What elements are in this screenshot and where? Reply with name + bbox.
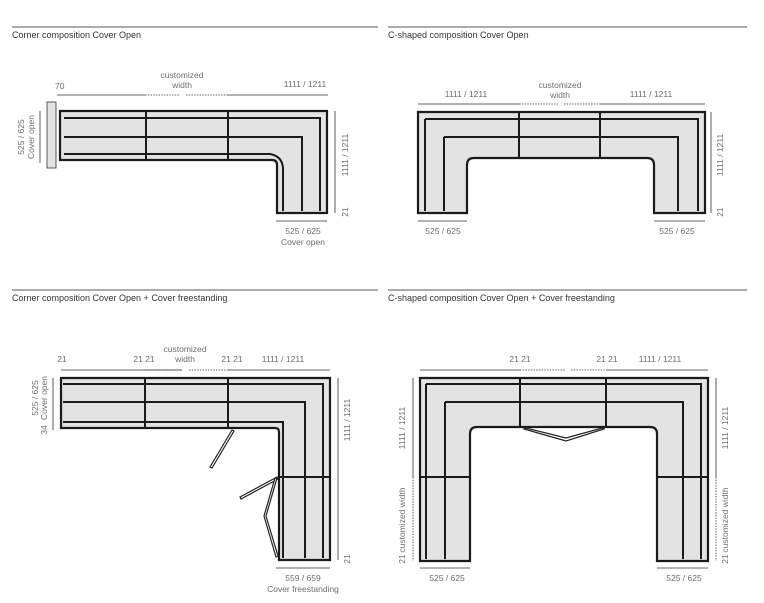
- dim-label: 1111 / 1211: [639, 354, 682, 364]
- dim-label: Cover open: [26, 115, 36, 159]
- dim-label: Cover open: [39, 376, 49, 420]
- corner-cover-freestanding-drawing: 21 21 21 customized width 21 21 1111 / 1…: [30, 344, 352, 594]
- cover-flap: [209, 429, 235, 469]
- dim-label: 1111 / 1211: [715, 134, 725, 177]
- dim-label: Cover freestanding: [267, 584, 339, 594]
- dim-label: 70: [55, 81, 65, 91]
- dim-label: 21 21: [509, 354, 531, 364]
- panel-title: C-shaped composition Cover Open: [388, 30, 529, 40]
- dim-label: 559 / 659: [285, 573, 321, 583]
- dim-label: 21 21: [596, 354, 618, 364]
- cover-flap: [239, 476, 279, 500]
- dim-label: 34: [39, 425, 49, 435]
- dim-label: 21: [397, 554, 407, 564]
- dim-label: 1111 / 1211: [284, 79, 327, 89]
- dim-label: width: [171, 80, 192, 90]
- sofa-outline: [58, 109, 329, 215]
- cover-flap: [263, 477, 279, 558]
- c-shaped-cover-open-drawing: 1111 / 1211 customized width 1111 / 1211…: [416, 80, 725, 236]
- dim-label: 21: [342, 554, 352, 564]
- dim-label: 1111 / 1211: [630, 89, 673, 99]
- dim-label: customized width: [720, 487, 730, 552]
- dim-label: 21: [57, 354, 67, 364]
- dim-label: 525 / 625: [429, 573, 465, 583]
- dim-label: 525 / 625: [16, 119, 26, 155]
- cover-flap: [522, 427, 606, 442]
- dim-label: 1111 / 1211: [397, 407, 407, 450]
- dim-label: 21 21: [133, 354, 155, 364]
- sofa-outline: [418, 376, 710, 563]
- corner-cover-open-drawing: 70 customized width 1111 / 1211 525 / 62…: [16, 70, 350, 247]
- c-shaped-cover-freestanding-drawing: 21 21 21 21 1111 / 1211 1111 / 1211 cust…: [397, 354, 730, 583]
- sofa-outline: [416, 110, 707, 215]
- dim-label: 1111 / 1211: [445, 89, 488, 99]
- dim-label: 21 21: [221, 354, 243, 364]
- dim-label: 525 / 625: [425, 226, 461, 236]
- dim-label: customized: [164, 344, 207, 354]
- dim-label: 1111 / 1211: [340, 134, 350, 177]
- dim-label: width: [549, 90, 570, 100]
- panel-title: Corner composition Cover Open + Cover fr…: [12, 293, 227, 303]
- dim-label: Cover open: [281, 237, 325, 247]
- dim-label: 21: [715, 207, 725, 217]
- dim-label: width: [174, 354, 195, 364]
- dim-label: 1111 / 1211: [262, 354, 305, 364]
- dim-label: 21: [720, 554, 730, 564]
- dim-label: customized: [539, 80, 582, 90]
- cover-open: [46, 101, 57, 169]
- dim-label: 1111 / 1211: [720, 407, 730, 450]
- dim-label: 525 / 625: [666, 573, 702, 583]
- sofa-outline: [59, 376, 332, 562]
- dim-label: 525 / 625: [30, 380, 40, 416]
- dim-label: 1111 / 1211: [342, 399, 352, 442]
- dim-label: 525 / 625: [285, 226, 321, 236]
- dim-label: 525 / 625: [659, 226, 695, 236]
- dim-label: customized: [161, 70, 204, 80]
- panel-title: Corner composition Cover Open: [12, 30, 141, 40]
- dim-label: customized width: [397, 487, 407, 552]
- dim-label: 21: [340, 207, 350, 217]
- panel-title: C-shaped composition Cover Open + Cover …: [388, 293, 615, 303]
